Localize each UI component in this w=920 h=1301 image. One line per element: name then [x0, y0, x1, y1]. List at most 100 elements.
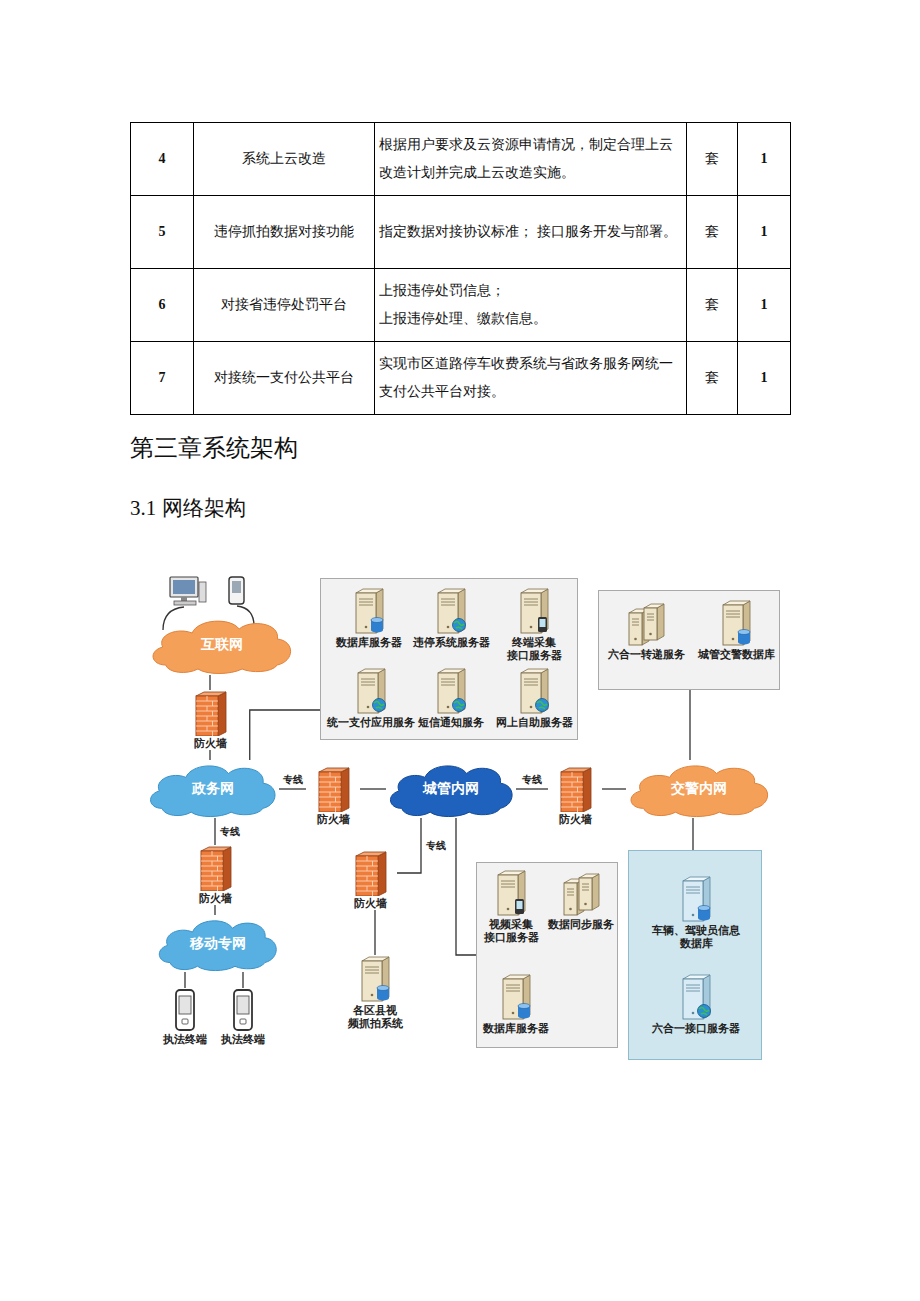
- table-cell: 1: [738, 269, 791, 342]
- server-icon: [716, 599, 756, 647]
- table-text: 1: [742, 218, 786, 246]
- device-name: 防火墙: [317, 813, 350, 826]
- network-link: [214, 818, 215, 845]
- device-name: 各区县视 频抓拍系统: [348, 1004, 403, 1030]
- terminal-icon: [229, 988, 257, 1032]
- server-group: 数据库服务器违停系统服务器终端采集 接口服务器统一支付应用服务短信通知服务网上自…: [320, 578, 578, 740]
- table-cell: 对接统一支付公共平台: [194, 342, 375, 415]
- device-node: 违停系统服务器: [411, 587, 492, 649]
- device-name: 视频采集 接口服务器: [484, 918, 539, 944]
- table-text: 5: [135, 218, 189, 246]
- device-node: 统一支付应用服务: [325, 667, 417, 729]
- firewall-icon: [557, 766, 593, 812]
- device-name: 数据同步服务: [548, 918, 614, 931]
- server-icon: [431, 667, 471, 715]
- chapter-heading: 第三章系统架构: [130, 432, 298, 464]
- table-cell: 4: [131, 123, 194, 196]
- table-text: 违停抓拍数据对接功能: [198, 218, 370, 246]
- server-group: 六合一转递服务城管交警数据库: [598, 590, 780, 690]
- table-cell: 指定数据对接协议标准； 接口服务开发与部署。: [375, 196, 687, 269]
- firewall-icon: [197, 845, 233, 891]
- table-grid: 4系统上云改造根据用户要求及云资源申请情况，制定合理上云改造计划并完成上云改造实…: [130, 122, 791, 415]
- table-cell: 6: [131, 269, 194, 342]
- device-node: 六合一转递服务: [606, 599, 687, 661]
- server-icon: [561, 869, 601, 917]
- server-icon: [676, 875, 716, 923]
- terminal-icon: [171, 988, 199, 1032]
- network-link: [374, 910, 375, 955]
- access-line: [237, 606, 254, 626]
- device-name: 网上自助服务器: [496, 716, 573, 729]
- network-name: 互联网: [201, 636, 243, 654]
- firewall: 防火墙: [548, 766, 602, 826]
- table-cell: 套: [687, 123, 738, 196]
- server-icon: [355, 955, 395, 1003]
- section-heading: 3.1 网络架构: [130, 494, 246, 522]
- table-text: 套: [691, 291, 733, 319]
- device-name: 防火墙: [354, 897, 387, 910]
- table-text: 1: [742, 145, 786, 173]
- network-name: 交警内网: [671, 780, 727, 798]
- table-cell: 系统上云改造: [194, 123, 375, 196]
- device-node: 数据同步服务: [546, 869, 616, 931]
- device-node: 数据库服务器: [481, 973, 551, 1035]
- network-cloud: 交警内网: [626, 760, 772, 818]
- server-icon: [676, 973, 716, 1021]
- device-name: 执法终端: [163, 1033, 207, 1046]
- table-text: 对接省违停处罚平台: [198, 291, 370, 319]
- table-cell: 1: [738, 123, 791, 196]
- table-row: 7对接统一支付公共平台实现市区道路停车收费系统与省政务服务网统一支付公共平台对接…: [131, 342, 791, 415]
- server-group: 视频采集 接口服务器数据同步服务数据库服务器: [476, 862, 618, 1048]
- network-cloud: 政务网: [146, 760, 279, 818]
- firewall: 防火墙: [188, 845, 242, 905]
- device-name: 防火墙: [559, 813, 592, 826]
- device-node: 各区县视 频抓拍系统: [335, 955, 415, 1030]
- network-link: [250, 710, 320, 760]
- network-link: [456, 818, 476, 955]
- table: 4系统上云改造根据用户要求及云资源申请情况，制定合理上云改造计划并完成上云改造实…: [130, 122, 791, 415]
- network-cloud: 城管内网: [386, 760, 516, 818]
- device-node: 终端采集 接口服务器: [494, 587, 574, 662]
- table-text: 1: [742, 291, 786, 319]
- table-cell: 套: [687, 196, 738, 269]
- device-node: 执法终端: [218, 988, 268, 1046]
- server-icon: [626, 599, 666, 647]
- device-name: 六合一接口服务器: [652, 1022, 740, 1035]
- table-cell: 套: [687, 269, 738, 342]
- network-link: [689, 690, 690, 760]
- table-cell: 对接省违停处罚平台: [194, 269, 375, 342]
- device-name: 统一支付应用服务: [327, 716, 415, 729]
- table-row: 6对接省违停处罚平台上报违停处罚信息；上报违停处理、缴款信息。套1: [131, 269, 791, 342]
- server-icon: [496, 973, 536, 1021]
- device-node: 六合一接口服务器: [646, 973, 746, 1035]
- table-cell: 1: [738, 342, 791, 415]
- network-link: [209, 750, 210, 760]
- access-line: [163, 607, 184, 630]
- firewall-icon: [315, 766, 351, 812]
- network-link: [360, 788, 386, 789]
- network-name: 移动专网: [190, 935, 246, 953]
- phone-icon: [229, 577, 244, 604]
- firewall: 防火墙: [183, 690, 237, 750]
- table-text: 6: [135, 291, 189, 319]
- server-icon: [491, 869, 531, 917]
- table-text: 对接统一支付公共平台: [198, 364, 370, 392]
- device-name: 六合一转递服务: [608, 648, 685, 661]
- device-name: 执法终端: [221, 1033, 265, 1046]
- table-text: 套: [691, 218, 733, 246]
- link-label: 专线: [282, 774, 304, 786]
- table-cell: 套: [687, 342, 738, 415]
- device-node: 数据库服务器: [329, 587, 409, 649]
- network-link: [209, 675, 210, 690]
- network-name: 政务网: [192, 780, 234, 798]
- network-link: [397, 818, 421, 873]
- server-icon: [514, 587, 554, 635]
- device-node: 城管交警数据库: [696, 599, 777, 661]
- table-text: 系统上云改造: [198, 145, 370, 173]
- firewall: 防火墙: [343, 850, 397, 910]
- network-cloud: 移动专网: [155, 915, 280, 972]
- table-text: 套: [691, 364, 733, 392]
- device-node: 网上自助服务器: [494, 667, 575, 729]
